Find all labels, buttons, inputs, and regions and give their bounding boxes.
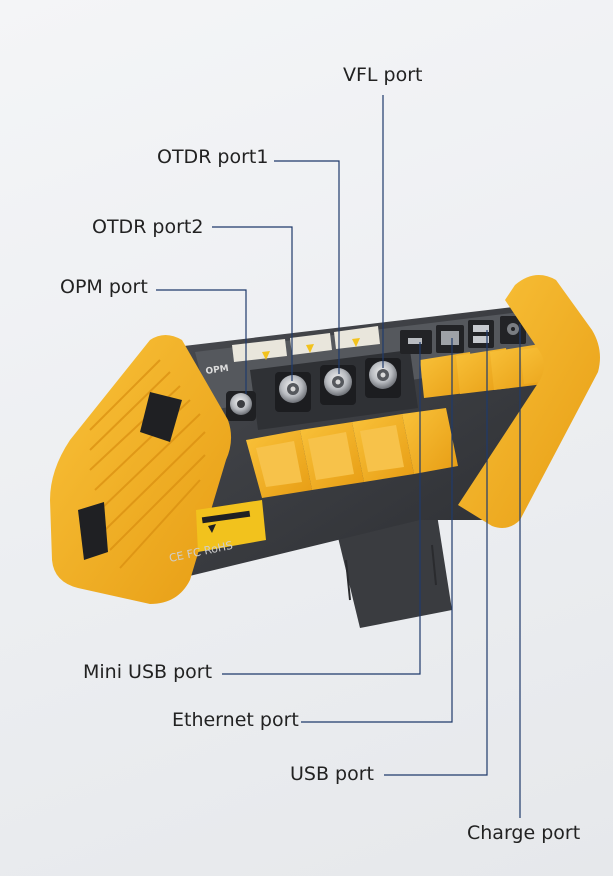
left-bumper	[50, 335, 232, 604]
vfl-port-label: VFL port	[343, 64, 423, 86]
leader-lines	[156, 95, 521, 818]
ethernet-leader-line	[301, 338, 453, 723]
mini-usb-leader-line	[222, 342, 421, 675]
opm-mark-text: OPM	[205, 364, 229, 377]
usb-port-label: USB port	[290, 763, 374, 785]
otdr2-leader-line	[212, 226, 293, 381]
otdr1-leader-line	[274, 160, 340, 374]
charge-port-label: Charge port	[467, 822, 581, 844]
port-dust-caps	[246, 342, 576, 498]
otdr-port1-label: OTDR port1	[157, 146, 269, 168]
fc-connectors	[275, 358, 401, 412]
mini-usb-port-label: Mini USB port	[83, 661, 213, 683]
usb-leader-line	[384, 330, 488, 776]
opm-connector	[226, 391, 256, 421]
ethernet-port-label: Ethernet port	[172, 709, 299, 731]
laser-warning-label	[196, 500, 266, 552]
right-bumper	[458, 275, 600, 528]
opm-port-label: OPM port	[60, 276, 148, 298]
opm-leader-line	[156, 289, 247, 394]
otdr-port2-label: OTDR port2	[92, 216, 204, 238]
